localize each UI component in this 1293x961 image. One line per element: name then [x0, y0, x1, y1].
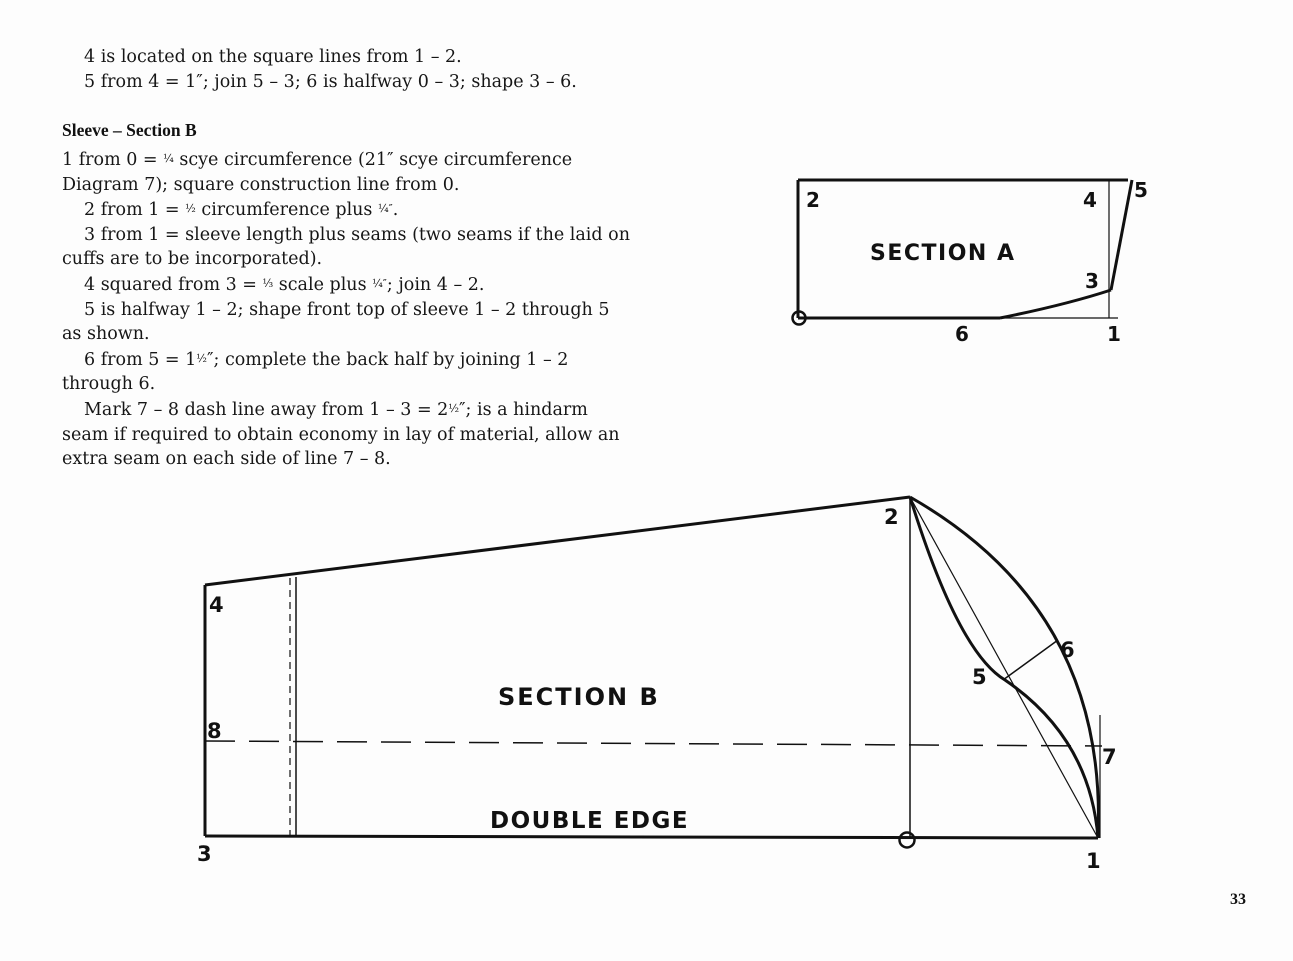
instruction-2-fraction-1: ½: [185, 202, 196, 216]
section-a-title: SECTION A: [870, 241, 1016, 266]
instruction-3: 3 from 1 = sleeve length plus seams (two…: [62, 224, 630, 270]
section-heading: Sleeve – Section B: [62, 120, 197, 140]
section-b-label-4: 4: [209, 593, 224, 617]
instruction-4-fraction-2: ¼″: [372, 276, 387, 290]
instruction-2-fraction-2: ¼″: [377, 202, 393, 216]
section-b-front-curve: [908, 496, 1100, 839]
section-a-label-3: 3: [1085, 269, 1099, 293]
instruction-1-fraction: ¼: [163, 152, 174, 165]
section-b-point-0: [898, 831, 916, 849]
section-b-label-6: 6: [1060, 638, 1075, 662]
instruction-6: 6 from 5 = 1½″; complete the back half b…: [62, 347, 634, 397]
section-b-chord-1-2: [909, 496, 1099, 839]
instruction-2-text-a: 2 from 1 =: [84, 200, 186, 221]
instruction-4-text-c: ; join 4 – 2.: [386, 274, 485, 295]
instruction-2-text-b: circumference plus: [195, 200, 378, 221]
intro-line-2: 5 from 4 = 1″; join 5 – 3; 6 is halfway …: [84, 71, 577, 92]
instruction-2-text-c: .: [392, 200, 399, 221]
section-a-label-4: 4: [1083, 188, 1097, 212]
instruction-7-fraction: ½: [448, 401, 459, 415]
instruction-7-text-b: ″; is a hindarm seam if required to obta…: [62, 399, 620, 470]
section-b-label-3: 3: [197, 842, 212, 866]
instruction-1-text-b: scye circumference (21″ scye circumferen…: [62, 150, 573, 195]
section-a-curve-3-6: [999, 288, 1112, 320]
section-b-label-1: 1: [1086, 849, 1101, 873]
intro-text: 4 is located on the square lines from 1 …: [62, 45, 642, 94]
instruction-7: Mark 7 – 8 dash line away from 1 – 3 = 2…: [62, 397, 634, 472]
section-b-back-curve: [909, 495, 1100, 839]
intro-line-1: 4 is located on the square lines from 1 …: [84, 47, 462, 67]
instruction-4-text-b: scale plus: [273, 274, 373, 295]
section-b-line-5-6: [1002, 639, 1059, 681]
section-b-label-7: 7: [1102, 745, 1117, 769]
section-b-label-5: 5: [972, 665, 987, 689]
page-number: 33: [1230, 891, 1246, 908]
section-b-dash-line-7-8: [204, 740, 1103, 747]
section-b-label-8: 8: [207, 719, 222, 743]
section-a-label-5: 5: [1134, 178, 1148, 202]
section-b-top-line-4-2: [204, 495, 911, 587]
instruction-7-text-a: Mark 7 – 8 dash line away from 1 – 3 = 2: [84, 399, 449, 420]
section-a-diagram: [791, 178, 1134, 326]
instruction-6-text-a: 6 from 5 = 1: [84, 349, 197, 370]
instruction-6-text-b: ″; complete the back half by joining 1 –…: [62, 349, 569, 395]
section-a-label-6: 6: [955, 322, 969, 346]
section-a-label-2: 2: [806, 188, 820, 212]
instruction-4: 4 squared from 3 = ⅓ scale plus ¼″; join…: [62, 272, 634, 298]
instruction-4-fraction-1: ⅓: [262, 276, 274, 290]
instructions-text: 1 from 0 = ¼ scye circumference (21″ scy…: [62, 147, 634, 472]
section-b-bottom-line: [204, 834, 1099, 840]
section-b-title: SECTION B: [498, 683, 660, 711]
section-b-double-edge: DOUBLE EDGE: [490, 808, 689, 834]
section-a-point-0: [791, 310, 807, 326]
section-b-diagram: [203, 495, 1103, 849]
section-a-line-5-3: [1109, 179, 1134, 291]
instruction-4-text-a: 4 squared from 3 =: [84, 274, 263, 295]
instruction-1: 1 from 0 = ¼ scye circumference (21″ scy…: [62, 147, 634, 197]
instruction-1-text-a: 1 from 0 =: [62, 150, 164, 170]
instruction-5: 5 is halfway 1 – 2; shape front top of s…: [62, 299, 610, 345]
instruction-2: 2 from 1 = ½ circumference plus ¼″.: [62, 197, 634, 223]
section-b-label-2: 2: [884, 505, 899, 529]
section-a-label-1: 1: [1107, 322, 1121, 346]
instruction-6-fraction: ½: [196, 351, 207, 365]
